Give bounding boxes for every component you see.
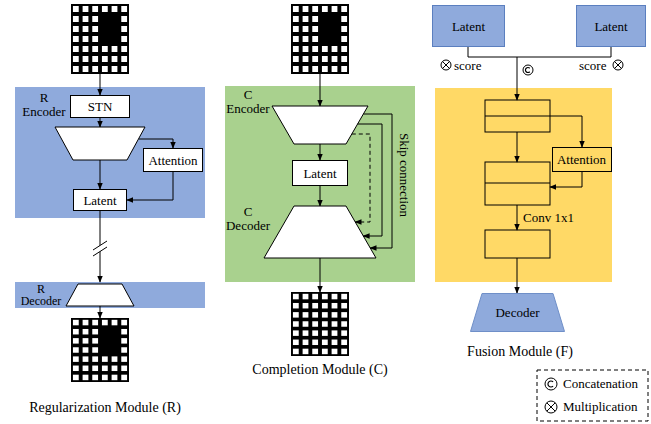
concat-symbol (523, 65, 533, 75)
text-slot: R Decoder (17, 283, 65, 307)
arrow-line (320, 258, 321, 292)
arrow-line (100, 306, 101, 318)
grid-image (291, 292, 349, 356)
arrow-line (100, 74, 101, 95)
grid-image (71, 4, 129, 74)
module-caption: Regularization Module (R) (29, 400, 181, 415)
node-label: Decoder (495, 305, 539, 320)
break-mark (93, 241, 107, 256)
multiply-symbol (613, 60, 623, 70)
label-slot: score (579, 58, 606, 74)
legend-text: Concatenation (563, 376, 638, 392)
attention-box: Attention (143, 148, 203, 172)
node-label: Latent (303, 166, 336, 181)
node-label: Latent (452, 19, 485, 34)
label-slot: Regularization Module (R) (29, 400, 181, 416)
arrow-line (517, 57, 518, 100)
decoder-trapezoid: Decoder (470, 293, 565, 332)
fusion-region (435, 88, 612, 282)
label-slot: Fusion Module (F) (467, 344, 573, 360)
trapezoid (272, 106, 368, 144)
label-slot: Skip connection (396, 133, 412, 217)
trapezoid (66, 284, 134, 306)
label-slot: Conv 1x1 (523, 210, 574, 226)
arrow-line (468, 47, 517, 57)
node-label: Latent (594, 19, 627, 34)
legend-item: Multiplication (543, 398, 637, 416)
node-label: C Decoder (225, 205, 271, 233)
grid-image (71, 318, 129, 382)
arrow-line (100, 118, 101, 127)
node-label: Latent (83, 193, 116, 208)
text-slot: C Encoder (225, 88, 271, 116)
legend-text: Multiplication (563, 399, 637, 415)
legend-symbol (543, 376, 559, 392)
annotation-label: score (579, 58, 606, 73)
grid-image (291, 4, 349, 74)
node-label: STN (88, 99, 113, 114)
multiply-symbol (545, 401, 557, 413)
latent-box: Latent (432, 5, 505, 47)
multiply-symbol (441, 60, 451, 70)
arrow-line (517, 47, 611, 57)
stn-box: STN (70, 95, 130, 118)
arrow-line (550, 116, 582, 147)
node-label: R Decoder (17, 283, 65, 307)
annotation-label: score (454, 58, 481, 73)
fusion-blocks (485, 100, 550, 258)
latent-box: Latent (73, 189, 127, 211)
decoder-band: R Decoder (15, 282, 205, 308)
trapezoid (264, 206, 376, 258)
latent-box: Latent (576, 5, 646, 47)
trapezoid (471, 294, 565, 332)
annotation-label: Conv 1x1 (523, 210, 574, 225)
encoder-band: R Encoder STN AttentionLatent (15, 87, 205, 218)
annotation-label: Skip connection (397, 133, 412, 217)
completion-module: C Encoder C Decoder Latent (225, 86, 415, 282)
node-label: Attention (148, 153, 197, 168)
arrow-line (320, 74, 321, 106)
node-label: Attention (557, 152, 606, 167)
break-gap (93, 241, 107, 256)
label-slot: score (454, 58, 481, 74)
arrow-line (550, 172, 582, 187)
node-label: C Encoder (225, 88, 271, 116)
label-slot: Completion Module (C) (252, 362, 387, 378)
arrow-line (139, 139, 173, 148)
node-label: R Encoder (18, 91, 70, 119)
latent-box: Latent (292, 160, 348, 186)
arrow-line (352, 134, 370, 222)
attention-box: Attention (552, 147, 612, 172)
module-caption: Fusion Module (F) (467, 344, 573, 359)
text-slot: R Encoder (18, 91, 70, 119)
arrow-line (517, 258, 518, 293)
module-caption: Completion Module (C) (252, 362, 387, 377)
arrow-line (320, 186, 321, 206)
text-slot: C Decoder (225, 205, 271, 233)
legend-item: Concatenation (543, 375, 638, 393)
arrow-line (320, 144, 321, 160)
arrow-line (517, 205, 518, 230)
legend-symbol (543, 399, 559, 415)
arrow-line (517, 132, 518, 162)
legend-frame (537, 370, 648, 421)
trapezoid (55, 127, 145, 160)
arrow-line (100, 160, 101, 189)
concat-symbol (545, 378, 557, 390)
